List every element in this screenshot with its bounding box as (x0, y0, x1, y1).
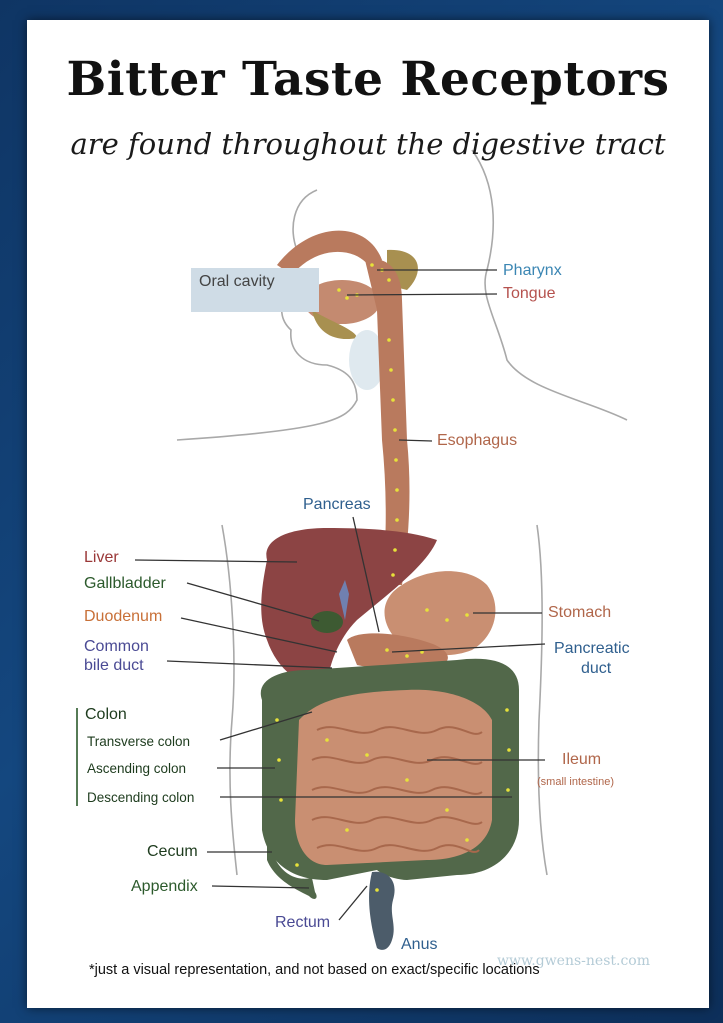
infographic-card: Bitter Taste Receptors are found through… (27, 20, 709, 1008)
label-ileum-note: (small intestine) (537, 776, 614, 788)
digestive-tract-illustration (27, 20, 709, 1008)
label-descending-colon: Descending colon (87, 790, 194, 805)
label-duodenum: Duodenum (84, 608, 162, 626)
label-esophagus: Esophagus (437, 432, 517, 450)
label-anus: Anus (401, 936, 437, 954)
label-stomach: Stomach (548, 604, 611, 622)
label-pancreatic-duct-line1: Pancreatic (554, 640, 630, 658)
label-appendix: Appendix (131, 878, 198, 896)
label-liver: Liver (84, 549, 119, 567)
label-tongue: Tongue (503, 285, 556, 303)
label-rectum: Rectum (275, 914, 330, 932)
label-gallbladder: Gallbladder (84, 575, 166, 593)
label-common-bile-duct-line2: bile duct (84, 657, 144, 675)
label-pancreas: Pancreas (303, 496, 371, 514)
page-subtitle: are found throughout the digestive tract (27, 127, 709, 161)
footnote: *just a visual representation, and not b… (89, 962, 540, 978)
page-title: Bitter Taste Receptors (27, 52, 709, 107)
label-pancreatic-duct-line2: duct (581, 660, 611, 678)
label-cecum: Cecum (147, 843, 198, 861)
label-oral-cavity: Oral cavity (199, 273, 275, 291)
label-colon: Colon (85, 706, 127, 724)
label-transverse-colon: Transverse colon (87, 734, 190, 749)
label-ileum: Ileum (562, 751, 601, 769)
label-pharynx: Pharynx (503, 262, 562, 280)
label-ascending-colon: Ascending colon (87, 761, 186, 776)
label-common-bile-duct-line1: Common (84, 638, 149, 656)
